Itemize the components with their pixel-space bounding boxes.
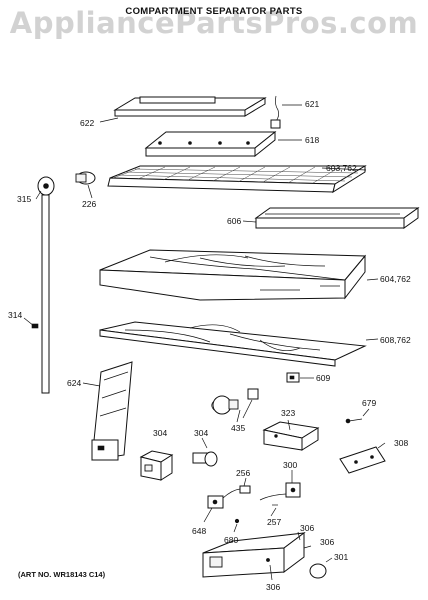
- callout-624: 624: [67, 378, 81, 388]
- callout-314: 314: [8, 310, 22, 320]
- part-435-bulb: [211, 388, 259, 423]
- callout-603: 603,762: [326, 163, 357, 173]
- part-323-housing: [262, 419, 320, 451]
- part-603-grid-shelf: [107, 165, 367, 194]
- part-257-screw: [270, 504, 278, 517]
- callout-256: 256: [236, 468, 250, 478]
- callout-226: 226: [82, 199, 96, 209]
- callout-608: 608,762: [380, 335, 411, 345]
- callout-680: 680: [224, 535, 238, 545]
- part-314-screw: [23, 317, 39, 329]
- part-301-knob: [309, 557, 333, 579]
- callout-300: 300: [283, 460, 297, 470]
- callout-306c: 306: [266, 582, 280, 592]
- callout-315: 315: [17, 194, 31, 204]
- part-604-separator: [99, 249, 379, 301]
- part-648-motor: [203, 488, 241, 523]
- callout-604: 604,762: [380, 274, 411, 284]
- diagram-title: COMPARTMENT SEPARATOR PARTS: [125, 6, 303, 17]
- watermark: AppliancePartsPros.com: [9, 6, 419, 40]
- callout-257: 257: [267, 517, 281, 527]
- part-618-channel: [144, 130, 302, 158]
- callout-618: 618: [305, 135, 319, 145]
- callout-306a: 306: [300, 523, 314, 533]
- part-300-thermostat: [259, 470, 301, 501]
- part-304-switch: [192, 437, 218, 467]
- callout-606: 606: [227, 216, 241, 226]
- part-304-box: [139, 450, 174, 481]
- callout-301: 301: [334, 552, 348, 562]
- part-608-tray: [99, 321, 379, 367]
- callout-308: 308: [394, 438, 408, 448]
- part-226-clip: [75, 171, 96, 199]
- callout-323: 323: [281, 408, 295, 418]
- part-315-rod: [35, 176, 55, 394]
- part-621: [270, 95, 302, 129]
- callout-622: 622: [80, 118, 94, 128]
- callout-304a: 304: [153, 428, 167, 438]
- part-624-bracket: [82, 361, 133, 461]
- part-308-plate: [339, 442, 386, 474]
- callout-609: 609: [316, 373, 330, 383]
- callout-621: 621: [305, 99, 319, 109]
- part-609: [286, 372, 314, 383]
- callout-679: 679: [362, 398, 376, 408]
- part-256-connector: [239, 477, 251, 494]
- part-306-housing: [202, 531, 312, 581]
- callout-435: 435: [231, 423, 245, 433]
- callout-306b: 306: [320, 537, 334, 547]
- part-679-screw: [345, 408, 370, 424]
- art-number: (ART NO. WR18143 C14): [18, 570, 106, 579]
- callout-648: 648: [192, 526, 206, 536]
- part-606-trim: [242, 207, 420, 229]
- part-622-cover: [99, 96, 267, 123]
- part-680-screw: [233, 518, 240, 533]
- callout-304b: 304: [194, 428, 208, 438]
